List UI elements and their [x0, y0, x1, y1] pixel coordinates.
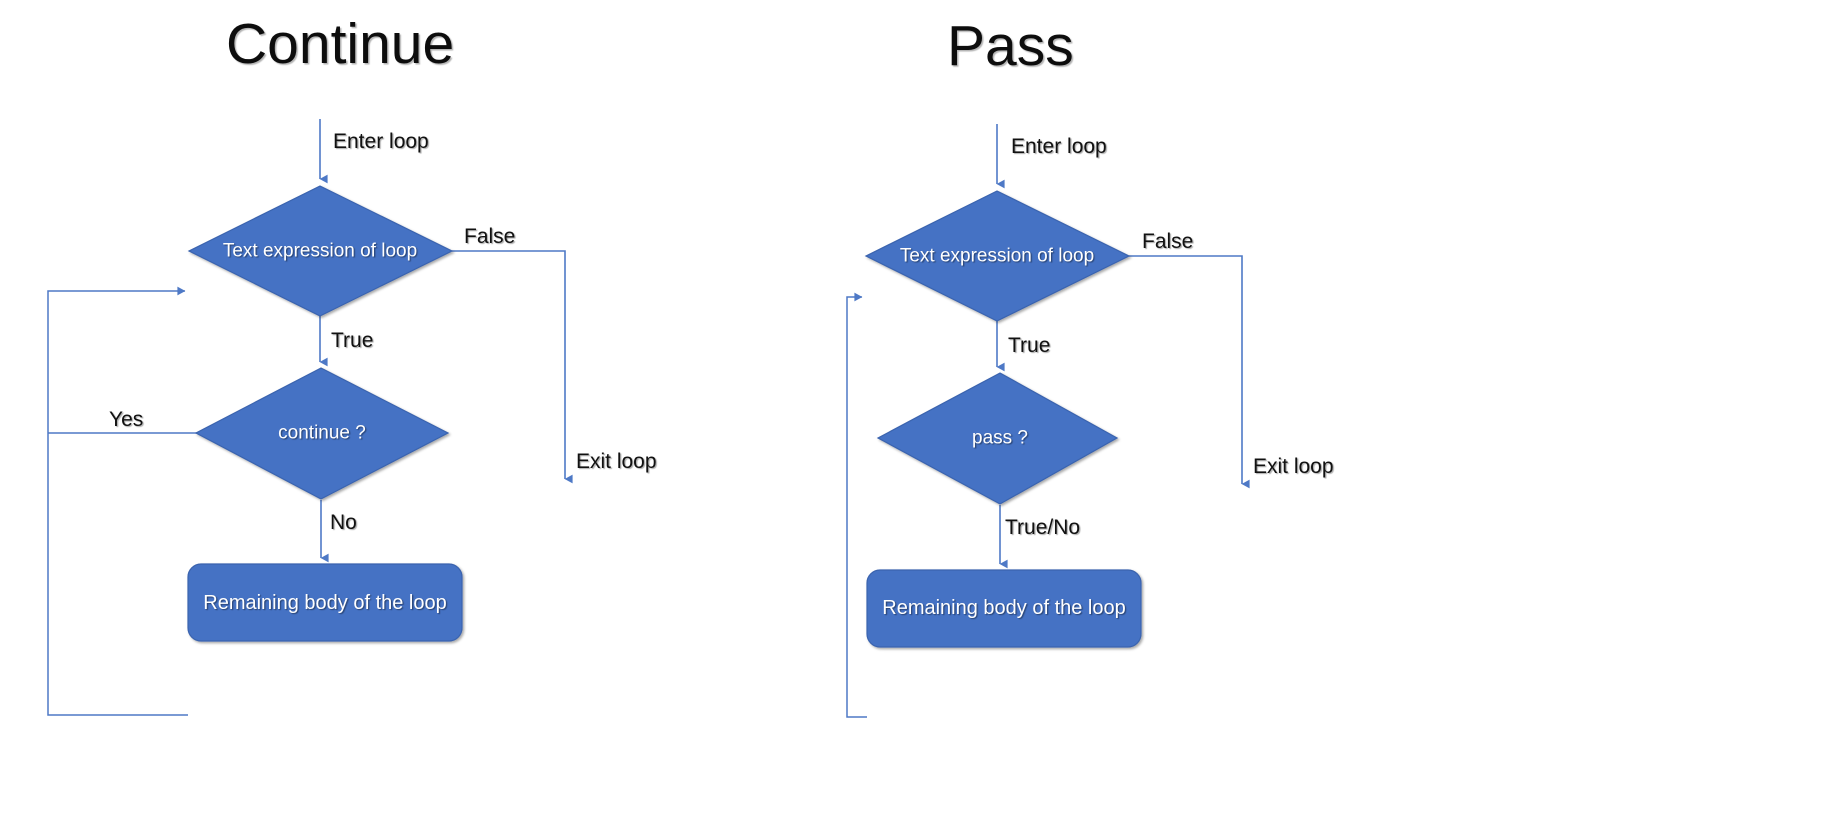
continue-edge-false	[452, 250, 573, 484]
pass-edge-false	[1129, 255, 1250, 489]
continue-label-exit-loop: Exit loop	[576, 450, 657, 473]
continue-label-false: False	[464, 225, 516, 248]
pass-edge-loopback-rail	[846, 292, 867, 718]
continue-label-no: No	[330, 511, 357, 534]
continue-edge-loopback-rail	[47, 286, 188, 716]
continue-label-enter-loop: Enter loop	[333, 130, 429, 153]
pass-label-false: False	[1142, 230, 1194, 253]
pass-label-true: True	[1008, 334, 1051, 357]
continue-chart-title: Continue	[226, 12, 455, 76]
pass-node-decision[interactable]	[876, 372, 1119, 505]
pass-label-true-no: True/No	[1005, 516, 1081, 539]
pass-node-body[interactable]	[866, 569, 1142, 648]
pass-label-enter-loop: Enter loop	[1011, 135, 1107, 158]
continue-label-yes: Yes	[109, 408, 144, 431]
continue-diagram-shapes	[47, 119, 573, 716]
continue-label-true: True	[331, 329, 374, 352]
pass-chart-title: Pass	[947, 14, 1074, 78]
continue-node-condition[interactable]	[187, 185, 454, 317]
pass-label-exit-loop: Exit loop	[1253, 455, 1334, 478]
continue-node-body[interactable]	[187, 563, 463, 642]
pass-node-condition[interactable]	[864, 190, 1131, 322]
pass-diagram-shapes	[846, 124, 1250, 718]
continue-node-decision[interactable]	[194, 367, 450, 500]
